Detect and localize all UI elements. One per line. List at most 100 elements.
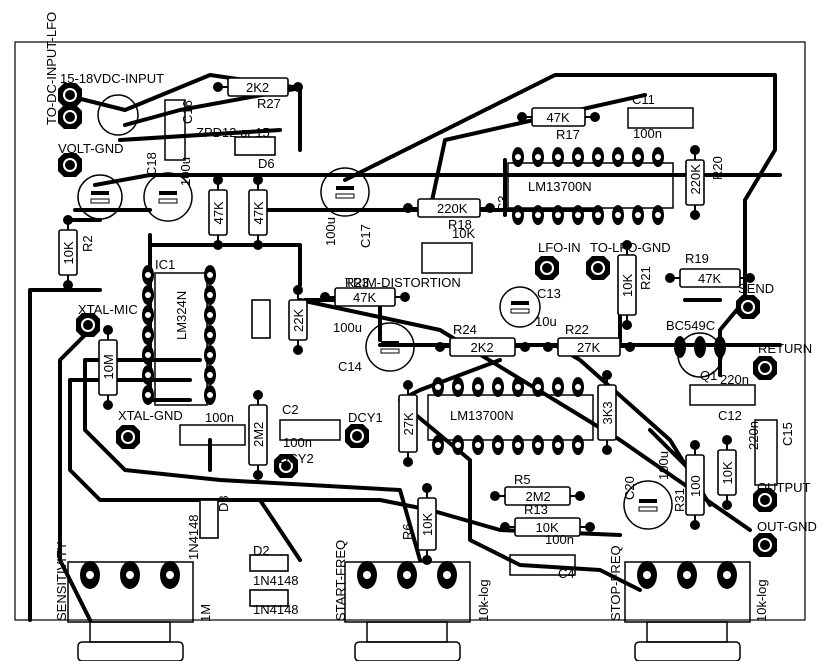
label-c20-ref: C20 [622, 476, 637, 500]
label-c3b-value: 100n [205, 410, 234, 425]
resistor-r31-value: 100 [688, 475, 703, 497]
pad-hole [515, 212, 521, 218]
label-r20-ref: R20 [710, 156, 725, 180]
pad-hole [145, 312, 151, 318]
resistor-r5-placeholder-value: 2M2 [251, 422, 266, 447]
terminal-hole [760, 495, 770, 505]
pad-hole [555, 384, 561, 390]
terminal-hole [760, 540, 770, 550]
cap-c17-plate [335, 193, 355, 199]
resistor-r18-value: 220K [437, 201, 468, 216]
label-q1-part: BC549C [666, 318, 715, 333]
resistor-r18 [417, 198, 481, 218]
pad-hole [655, 154, 661, 160]
diode-d1 [249, 589, 289, 607]
pad-hole [555, 212, 561, 218]
pad-hole [145, 372, 151, 378]
diode-d4 [251, 299, 271, 339]
label-dcy2: DCY2 [279, 451, 314, 466]
resistor-r26 [717, 449, 737, 496]
pad-hole [145, 272, 151, 278]
label-c3-ref: C3 [495, 195, 510, 212]
pot-stop-freq-shaft [646, 621, 728, 643]
label-ic1-part: LM324N [174, 291, 189, 340]
resistor-r13-value: 27K [401, 412, 416, 435]
trace-5 [148, 243, 302, 287]
trace-12 [343, 73, 777, 377]
label-return: RETURN [758, 341, 812, 356]
pad-hole [443, 571, 451, 579]
cap-c19-plate [90, 198, 110, 204]
diode-d6 [234, 136, 276, 156]
resistor-r27 [227, 77, 289, 97]
label-volt-gnd: VOLT-GND [58, 141, 124, 156]
resistor-r5-placeholder [248, 404, 268, 466]
label-r31-ref: R31 [672, 488, 687, 512]
pad-hole [575, 442, 581, 448]
resistor-r6-value: 10K [420, 513, 435, 536]
resistor-r1 [98, 339, 118, 396]
label-pot-stop-freq-value: 10k-log [754, 579, 769, 622]
pad-hole [635, 212, 641, 218]
pot-start-freq-nut [354, 641, 461, 661]
resistor-r24 [449, 337, 516, 357]
copper-traces [28, 73, 782, 622]
resistor-r10-value: 10K [536, 520, 559, 535]
cap-c19 [77, 174, 123, 220]
pad-hole [207, 272, 213, 278]
resistor-r28-value: 47K [251, 201, 266, 224]
resistor-r29 [208, 189, 228, 236]
resistor-r3 [504, 486, 571, 506]
cap-c14-plate [380, 348, 400, 354]
resistor-r23 [334, 287, 396, 307]
label-xtal-mic: XTAL-MIC [78, 302, 138, 317]
cap-c11 [627, 107, 694, 129]
label-r22-ref: R22 [565, 322, 589, 337]
resistor-r10 [514, 517, 581, 537]
resistor-r31 [685, 454, 705, 516]
resistor-r20 [685, 159, 705, 206]
label-xtal-gnd: XTAL-GND [118, 408, 183, 423]
label-pot-start-freq-value: 10k-log [476, 579, 491, 622]
label-c14-value: 100u [333, 320, 362, 335]
label-pot-sensitivity: SENSITIVITY [54, 541, 69, 621]
terminal-hole [123, 432, 133, 442]
pot-start-freq-shaft [366, 621, 448, 643]
pot-stop-freq-nut [634, 641, 741, 661]
label-d3-value: 1N4148 [186, 514, 201, 560]
label-r17-ref: R17 [556, 127, 580, 142]
pad-hole [635, 154, 641, 160]
resistor-r22-value: 27K [577, 340, 600, 355]
label-pot-sensitivity-value: 1M [198, 604, 213, 622]
trace-18 [298, 298, 752, 532]
resistor-r21 [617, 254, 637, 316]
cap-c19-plate [91, 191, 109, 195]
cap-c2 [279, 419, 341, 441]
cap-c20-plate [638, 506, 658, 512]
cap-c18-elec-plate [158, 198, 178, 204]
cap-c16 [164, 99, 186, 161]
pad-hole [595, 154, 601, 160]
pad-hole [615, 154, 621, 160]
label-c15-ref: C15 [780, 422, 795, 446]
label-c15-value: 220n [746, 421, 761, 450]
resistor-r29-value: 47K [211, 201, 226, 224]
label-d3-ref: D3 [216, 495, 231, 512]
pad-hole [515, 154, 521, 160]
label-ic2-part: LM13700N [528, 179, 592, 194]
terminal-hole [83, 320, 93, 330]
pad-hole [145, 292, 151, 298]
label-output: OUTPUT [757, 480, 811, 495]
label-pot-start-freq: START-FREQ [333, 540, 348, 621]
trace-3 [93, 173, 782, 187]
label-trim-distortion: TRIM-DISTORTION [345, 275, 461, 290]
pad-hole [575, 384, 581, 390]
label-r3-ref: R5 [514, 472, 531, 487]
label-dcy1: DCY1 [348, 410, 383, 425]
resistor-r12-value: 22K [291, 309, 306, 332]
label-dc-input: 15-18VDC-INPUT [60, 71, 164, 86]
pad-hole [595, 212, 601, 218]
ic2-body [507, 162, 674, 209]
